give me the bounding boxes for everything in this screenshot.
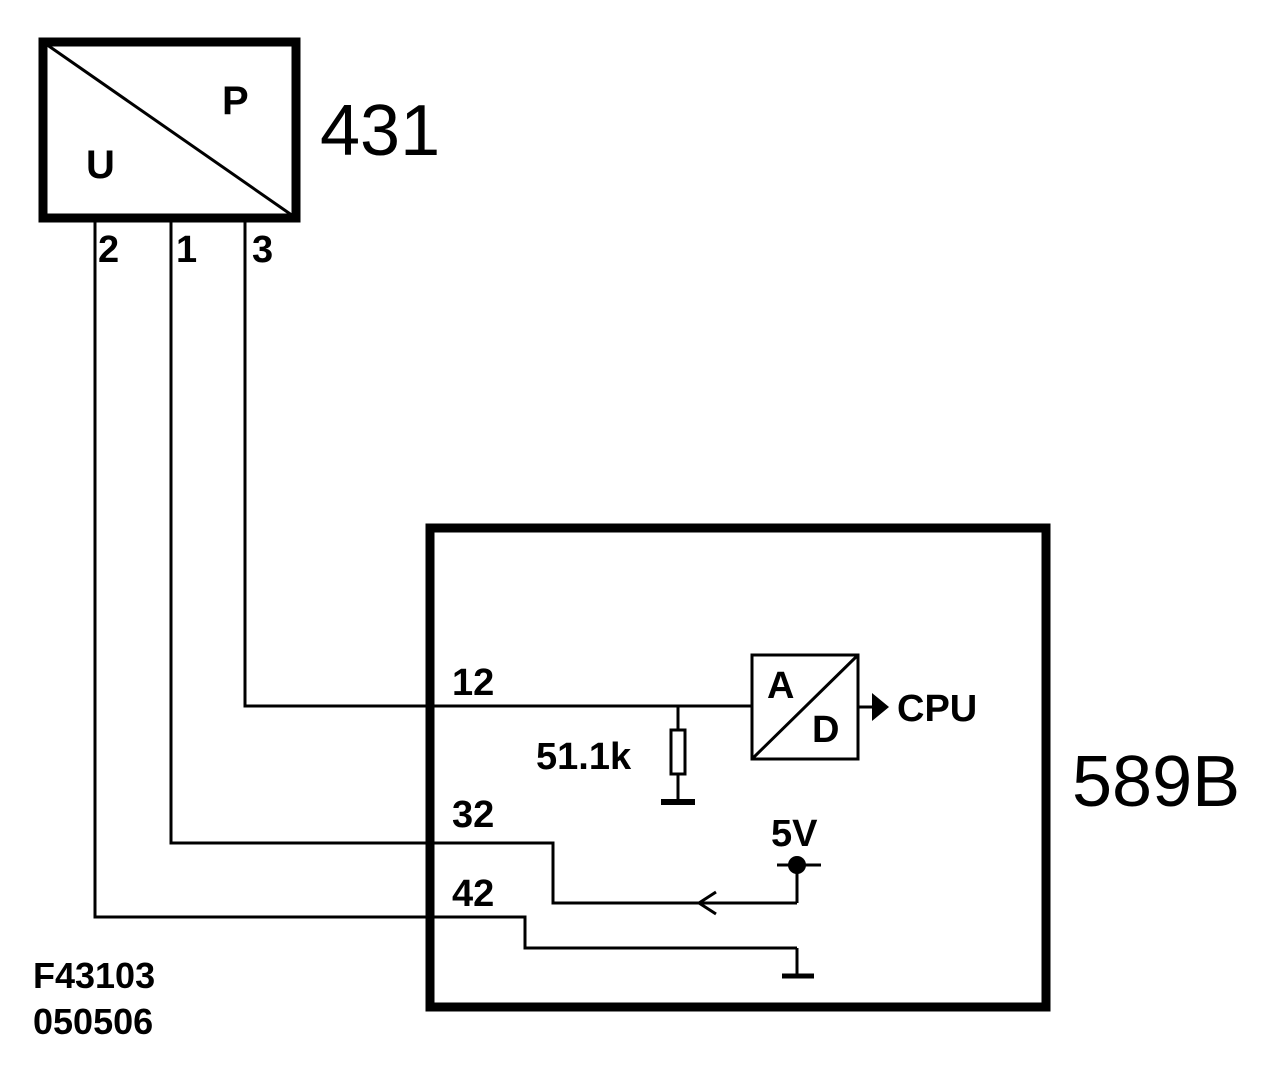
supply-5v: 5V — [696, 813, 821, 916]
resistor-value: 51.1k — [536, 736, 632, 778]
supply-label: 5V — [771, 813, 818, 855]
arrow-right-icon — [872, 693, 889, 721]
module-id: 589B — [1072, 742, 1240, 822]
module-pin-32: 32 — [452, 794, 494, 836]
date-code: 050506 — [33, 1001, 153, 1042]
adc-block: A D CPU — [750, 653, 977, 761]
wire-supply — [169, 218, 797, 905]
wire-signal — [243, 218, 752, 708]
module-pin-42: 42 — [452, 873, 494, 915]
adc-diagonal — [750, 653, 860, 761]
module-box — [425, 523, 1051, 1012]
sensor-label-u: U — [86, 143, 115, 187]
resistor: 51.1k — [536, 706, 695, 805]
figure-number: F43103 — [33, 955, 155, 996]
sensor-pin-1: 1 — [176, 229, 197, 271]
cpu-label: CPU — [897, 688, 977, 730]
sensor-diagonal — [42, 40, 297, 220]
sensor-label-p: P — [222, 79, 249, 123]
sensor-431: P U 431 2 1 3 — [38, 37, 440, 271]
module-589b: 589B 12 32 42 A D CPU 51.1k 5V — [425, 523, 1240, 1012]
adc-label-a: A — [767, 665, 794, 707]
wire-ground — [93, 218, 797, 950]
module-pin-12: 12 — [452, 662, 494, 704]
sensor-id: 431 — [320, 91, 440, 171]
wires — [93, 218, 797, 950]
sensor-pin-3: 3 — [252, 229, 273, 271]
adc-label-d: D — [812, 709, 839, 751]
sensor-pin-2: 2 — [98, 229, 119, 271]
ground-42 — [782, 948, 814, 979]
resistor-body — [669, 728, 687, 776]
wiper-arrow-icon — [696, 890, 717, 916]
